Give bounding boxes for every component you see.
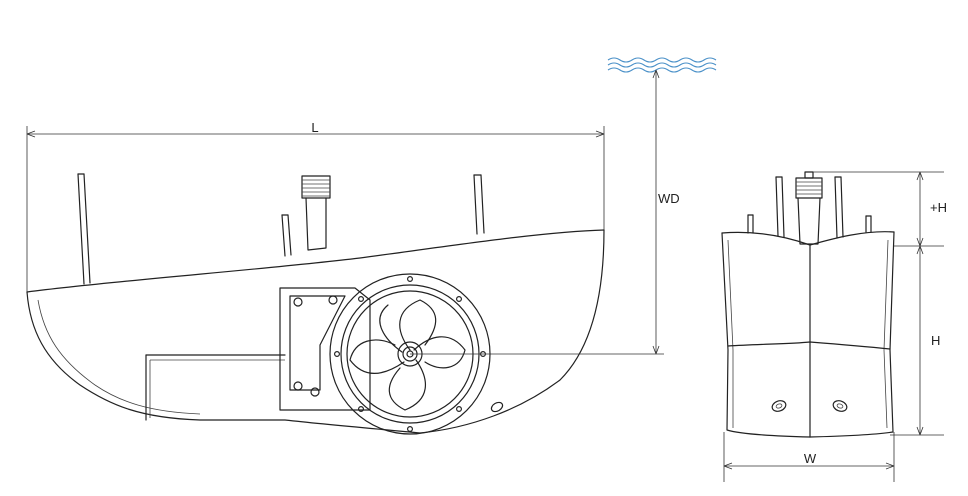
height-label: H	[931, 333, 940, 348]
side-view-thruster	[26, 173, 605, 435]
length-label: L	[311, 120, 318, 135]
dimension-width: W	[723, 432, 895, 482]
water-surface-symbol	[607, 57, 717, 73]
dimension-length: L	[26, 120, 605, 292]
dimension-height-above: +H	[813, 171, 947, 247]
dimension-water-depth: WD	[410, 69, 680, 355]
propeller-icon	[349, 299, 466, 411]
height-above-label: +H	[930, 200, 947, 215]
width-label: W	[804, 451, 817, 466]
front-view-thruster	[721, 171, 895, 438]
dimension-height: H	[890, 245, 944, 436]
water-depth-label: WD	[658, 191, 680, 206]
